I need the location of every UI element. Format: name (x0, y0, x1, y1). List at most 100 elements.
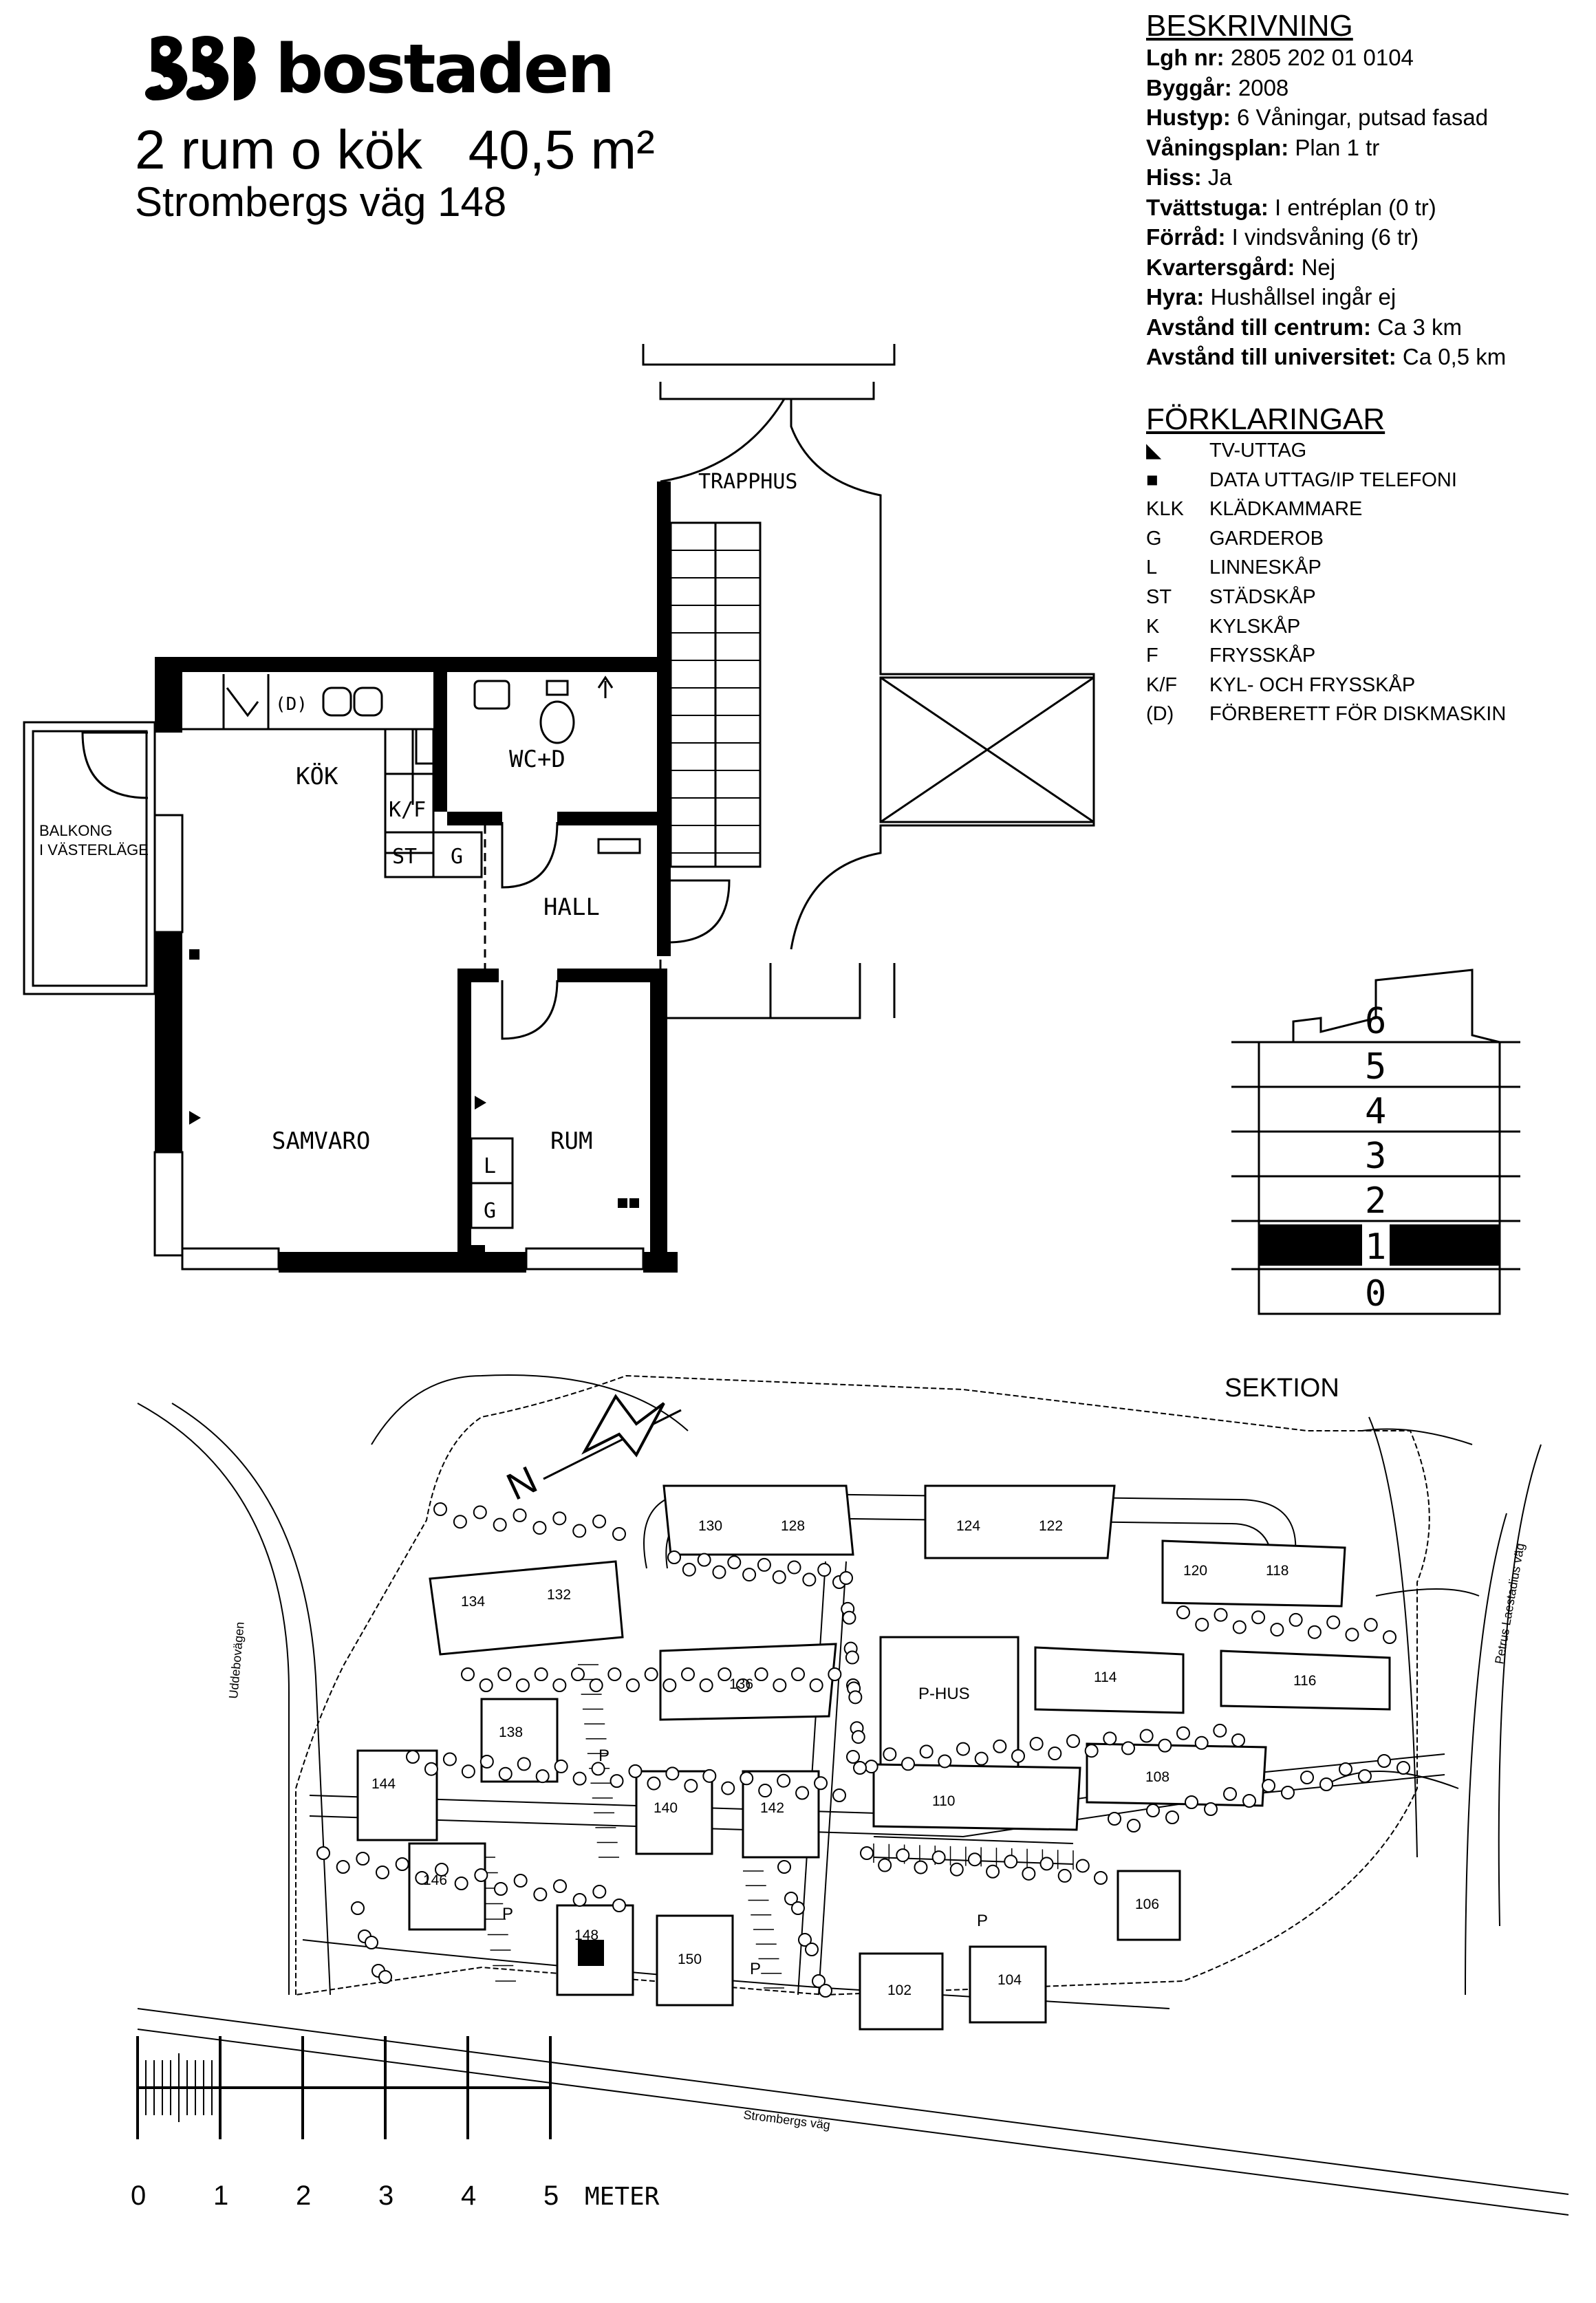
balcony-label-1: BALKONG (39, 822, 112, 839)
tree-icon (1223, 1787, 1237, 1801)
scale-tick-label: 2 (296, 2181, 311, 2211)
tree-icon (740, 1771, 754, 1786)
tree-icon (772, 1570, 786, 1584)
tree-icon (949, 1862, 964, 1877)
tree-icon (1262, 1779, 1275, 1793)
tree-icon (513, 1508, 527, 1522)
tree-icon (1232, 1620, 1247, 1634)
section-floor-number: 4 (1365, 1091, 1386, 1132)
tree-icon (667, 1550, 681, 1564)
tree-icon (513, 1874, 528, 1888)
tree-icon (316, 1846, 330, 1860)
description-row: Byggår: 2008 (1146, 73, 1586, 103)
building-number: 104 (998, 1972, 1022, 1988)
tree-icon (931, 1850, 946, 1865)
label-st: ST (392, 845, 417, 869)
building-footprints (356, 1484, 1391, 2031)
tree-icon (647, 1776, 661, 1791)
section-floor-number: 6 (1365, 1001, 1386, 1042)
tree-icon (1121, 1741, 1135, 1755)
tree-icon (777, 1773, 791, 1788)
tree-icon (1363, 1618, 1378, 1632)
description-label: Tvättstuga: (1146, 194, 1269, 220)
tree-icon (1396, 1761, 1410, 1775)
tree-icon (1358, 1769, 1372, 1783)
tree-icon (718, 1667, 732, 1681)
tree-icon (727, 1555, 742, 1570)
description-label: Hyra: (1146, 284, 1205, 310)
wc-fixtures (473, 675, 641, 854)
description-value: 6 Våningar, putsad fasad (1237, 105, 1489, 130)
tree-icon (787, 1560, 801, 1575)
description-value: Ja (1207, 164, 1232, 190)
legend-key: K (1146, 615, 1160, 638)
building-number: 128 (781, 1518, 805, 1534)
tree-icon (798, 1933, 812, 1947)
tree-icon (461, 1667, 475, 1681)
legend-key: L (1146, 556, 1158, 579)
label-g1: G (451, 845, 463, 869)
description-value: 2805 202 01 0104 (1230, 45, 1414, 70)
tree-icon (1251, 1610, 1266, 1625)
legend-item: (D)FÖRBERETT FÖR DISKMASKIN (1146, 700, 1586, 729)
tree-icon (532, 1521, 547, 1535)
parking-label: P (977, 1912, 988, 1930)
tree-icon (681, 1667, 695, 1681)
tree-icon (878, 1858, 892, 1872)
tree-icon (993, 1739, 1007, 1753)
tree-icon (839, 1571, 853, 1585)
tree-icon (607, 1667, 622, 1681)
description-label: Förråd: (1146, 224, 1226, 250)
tree-icon (773, 1678, 787, 1692)
legend-text: GARDEROB (1209, 527, 1324, 550)
description-row: Våningsplan: Plan 1 tr (1146, 133, 1586, 163)
tree-icon (1011, 1749, 1025, 1763)
tree-icon (699, 1678, 713, 1692)
tree-icon (644, 1667, 658, 1681)
tree-icon (684, 1779, 698, 1793)
building-number: 144 (371, 1776, 396, 1792)
tree-icon (1158, 1738, 1172, 1753)
legend-panel: FÖRKLARINGAR ◣TV-UTTAG■DATA UTTAG/IP TEL… (1146, 403, 1586, 729)
room-label-rum: RUM (550, 1127, 592, 1155)
building-number: 146 (423, 1872, 447, 1888)
building-number: 124 (956, 1518, 980, 1534)
description-label: Lgh nr: (1146, 45, 1225, 70)
tree-icon (1319, 1777, 1333, 1791)
tv-outlet-icon (189, 1111, 201, 1125)
tree-icon (1185, 1795, 1198, 1809)
building-number: 106 (1135, 1896, 1159, 1912)
room-label-wc: WC+D (509, 746, 565, 773)
tree-icon (589, 1678, 603, 1692)
tree-icon (1022, 1866, 1036, 1881)
tree-icon (572, 1524, 587, 1538)
description-row: Hiss: Ja (1146, 162, 1586, 193)
parking-label: P (502, 1905, 513, 1923)
tree-icon (814, 1776, 828, 1791)
description-label: Kvartersgård: (1146, 254, 1295, 280)
outlet-symbols (189, 949, 639, 1208)
tree-icon (742, 1568, 757, 1582)
legend-item: ■DATA UTTAG/IP TELEFONI (1146, 466, 1586, 495)
tree-icon (819, 1984, 832, 1998)
tree-icon (1242, 1794, 1256, 1808)
data-outlet-icon (618, 1198, 627, 1208)
tree-icon (986, 1864, 1000, 1879)
stairwell-outline (642, 344, 1095, 1019)
tree-icon (571, 1667, 585, 1681)
kitchen-counter (182, 674, 483, 878)
tree-icon (1300, 1771, 1314, 1784)
tree-icon (610, 1774, 624, 1788)
scale-bar (136, 2036, 552, 2139)
tree-icon (572, 1893, 587, 1907)
brand-name: bostaden (275, 30, 615, 109)
tree-icon (424, 1762, 438, 1776)
tree-icon (851, 1730, 865, 1744)
tv-outlet-icon (475, 1096, 486, 1110)
tree-icon (914, 1860, 928, 1874)
scale-tick-label: 0 (131, 2181, 146, 2211)
legend-key: K/F (1146, 673, 1178, 696)
tree-icon (1004, 1855, 1018, 1869)
